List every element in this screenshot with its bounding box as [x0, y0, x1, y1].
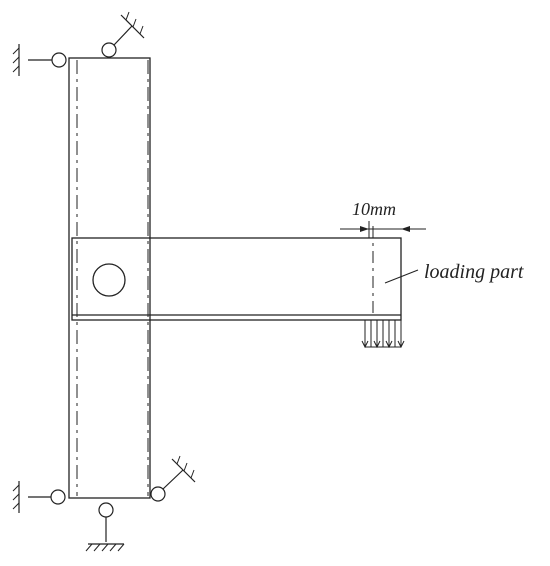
column-outline: [68, 57, 151, 499]
dimension-arrow-left: [360, 226, 369, 232]
support-bottom-left-roller: [12, 481, 66, 513]
horizontal-beam: [71, 226, 402, 321]
dimension-arrow-right: [401, 226, 410, 232]
load-arrows: [361, 320, 405, 349]
beam-outline: [71, 237, 402, 321]
loading-leader-line: [384, 269, 419, 284]
support-bottom-center-roller: [85, 502, 125, 552]
loading-part-label-group: loading part: [384, 261, 524, 284]
bolt-hole: [92, 263, 126, 297]
loading-part-label: loading part: [424, 261, 524, 283]
dimension-label: 10mm: [352, 199, 396, 219]
dimension-10mm: 10mm: [340, 199, 426, 238]
support-top-left-roller: [12, 44, 67, 76]
support-bottom-right-pin: [150, 455, 196, 502]
support-top-pin: [101, 11, 145, 58]
vertical-column: [68, 57, 151, 499]
